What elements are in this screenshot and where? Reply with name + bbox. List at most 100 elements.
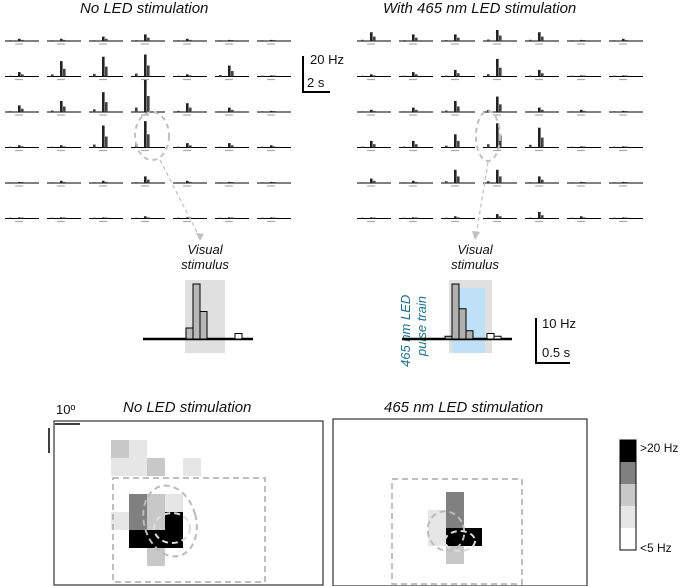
grid-cell-bar	[571, 40, 574, 41]
screen-outline-no-led	[112, 477, 266, 583]
grid-cell	[131, 34, 165, 45]
grid-cell	[525, 69, 559, 81]
grid-cell-bar	[144, 121, 147, 148]
heatmap-cell	[147, 458, 165, 476]
grid-cell-bar	[571, 111, 574, 112]
grid-cell-bar	[457, 176, 460, 183]
grid-cell-bar	[373, 180, 376, 183]
grid-cell-bar	[412, 140, 415, 148]
zoom-arrowhead-right	[472, 231, 480, 240]
heatmap-cell	[446, 492, 464, 510]
visual-stimulus-left-label: Visual stimulus	[170, 242, 240, 272]
grid-cell-bar	[496, 58, 499, 77]
grid-cell-bar	[60, 38, 63, 41]
grid-cell-bar	[499, 104, 502, 112]
psth-bar	[185, 327, 194, 340]
grid-cell-bar	[403, 146, 406, 148]
grid-cell-bar	[538, 69, 541, 77]
heatmap-cell	[129, 458, 147, 476]
grid-cell-bar	[60, 145, 63, 148]
grid-cell-bar	[228, 107, 231, 112]
grid-cell	[47, 101, 81, 116]
grid-cell-bar	[9, 111, 12, 112]
grid-cell-bar	[541, 36, 544, 41]
grid-cell	[89, 36, 123, 45]
grid-cell-bar	[487, 109, 490, 112]
grid-cell-bar	[18, 217, 21, 219]
grid-cell-bar	[454, 101, 457, 112]
grid-cell-bar	[415, 37, 418, 41]
grid-cell-bar	[219, 111, 222, 112]
grid-cell-bar	[373, 75, 376, 77]
psth-grid-led	[357, 30, 643, 223]
grid-cell-bar	[18, 72, 21, 77]
grid-cell-bar	[373, 36, 376, 41]
grid-cell-bar	[63, 106, 66, 112]
grid-cell-bar	[186, 143, 189, 148]
grid-cell	[567, 216, 601, 223]
grid-cell	[215, 181, 249, 187]
grid-cell-bar	[147, 37, 150, 41]
grid-cell	[257, 145, 291, 152]
psth-zoom-led	[402, 280, 512, 353]
grid-cell-bar	[571, 75, 574, 77]
grid-cell-bar	[186, 74, 189, 77]
colorbar-min-label: <5 Hz	[640, 541, 672, 555]
grid-cell-bar	[135, 73, 138, 77]
grid-cell	[47, 61, 81, 81]
grid-cell	[215, 107, 249, 116]
grid-cell-bar	[571, 146, 574, 148]
grid-cell-bar	[135, 107, 138, 112]
grid-cell-bar	[613, 75, 616, 77]
grid-cell-bar	[496, 214, 499, 219]
heatmap-cell	[129, 512, 147, 530]
grid-cell	[483, 58, 517, 81]
grid-cell-bar	[361, 111, 364, 112]
grid-cell	[441, 134, 475, 152]
grid-cell-bar	[622, 146, 625, 148]
grid-cell-bar	[261, 111, 264, 112]
colorbar-swatch	[620, 528, 636, 550]
grid-cell-bar	[231, 109, 234, 112]
grid-cell	[609, 38, 643, 45]
grid-cell-bar	[261, 217, 264, 219]
grid-cell-bar	[625, 217, 628, 219]
grid-cell-bar	[219, 182, 222, 183]
colorbar-swatch	[620, 484, 636, 506]
grid-cell	[567, 146, 601, 152]
scale-bars	[48, 56, 570, 453]
grid-cell	[525, 32, 559, 45]
grid-cell-bar	[622, 110, 625, 112]
heatmap-cell	[147, 512, 165, 530]
grid-cell-bar	[270, 39, 273, 41]
grid-cell-bar	[625, 39, 628, 41]
screen-outline-led	[391, 478, 523, 585]
grid-cell-bar	[580, 109, 583, 112]
grid-cell-bar	[147, 65, 150, 77]
grid-cell-bar	[583, 40, 586, 41]
heatmap-cell	[165, 494, 183, 512]
heatmap-cell	[428, 528, 446, 546]
grid-cell-bar	[102, 92, 105, 112]
grid-cell	[357, 178, 391, 187]
colorbar-swatch	[620, 462, 636, 484]
grid-cell	[173, 38, 207, 45]
visual-stimulus-left-line2: stimulus	[181, 257, 229, 272]
grid-cell-bar	[373, 217, 376, 219]
colorbar-swatch	[620, 506, 636, 528]
grid-cell-bar	[60, 217, 63, 219]
grid-cell-bar	[454, 34, 457, 41]
grid-cell-bar	[541, 137, 544, 148]
grid-cell-bar	[541, 109, 544, 112]
grid-cell-bar	[51, 182, 54, 183]
grid-cell-bar	[144, 54, 147, 77]
grid-cell-bar	[370, 109, 373, 112]
grid-cell-bar	[21, 39, 24, 41]
grid-cell-bar	[189, 75, 192, 77]
grid-cell-bar	[135, 40, 138, 41]
grid-cell	[173, 103, 207, 116]
grid-cell-bar	[496, 169, 499, 183]
grid-cell-bar	[457, 140, 460, 148]
grid-cell-bar	[93, 217, 96, 219]
